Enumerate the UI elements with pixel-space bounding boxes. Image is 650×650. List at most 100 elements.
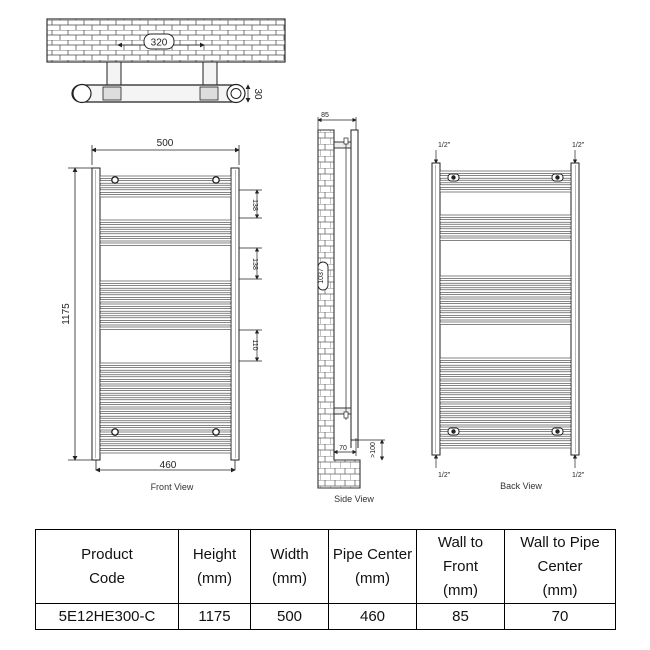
rail	[99, 427, 232, 431]
technical-drawing: 320 30 500 1175	[46, 18, 585, 504]
rail	[99, 376, 232, 380]
side-view: 85 1037 70 >100 Side View	[317, 112, 385, 504]
rail	[99, 362, 232, 366]
rail	[439, 371, 572, 375]
rail	[439, 223, 572, 228]
rail	[439, 394, 572, 398]
rail	[439, 317, 572, 321]
rail	[99, 238, 232, 242]
front-view-right-upright	[230, 167, 240, 461]
front-view-bracket-top-right	[212, 176, 220, 184]
rail	[439, 399, 572, 403]
rail	[439, 412, 572, 417]
rail	[99, 367, 232, 371]
rail	[439, 403, 572, 407]
rail	[99, 228, 232, 233]
rail	[439, 237, 572, 241]
rail	[99, 280, 232, 284]
front-view-height-dim: 1175	[61, 303, 72, 325]
back-view-pipe-label-bottom-right: 1/2"	[572, 472, 585, 479]
header-height: Height(mm)	[178, 529, 251, 604]
cell-wall-to-pipe-center: 70	[504, 603, 616, 630]
rail	[439, 233, 572, 237]
rail	[99, 175, 232, 179]
rail	[99, 317, 232, 321]
cell-pipe-center: 460	[328, 603, 417, 630]
cell-width: 500	[250, 603, 329, 630]
back-view-pipe-label-bottom-left: 1/2"	[438, 472, 451, 479]
rail	[99, 413, 232, 417]
side-view-wall	[317, 129, 361, 489]
rail	[439, 376, 572, 380]
front-view-gap-dim-2: 138	[251, 258, 258, 270]
cell-height: 1175	[178, 603, 251, 630]
back-view: 1/2" 1/2" 1/2" 1/2" Back View	[431, 142, 585, 491]
front-view-gap-dim-1: 138	[251, 199, 258, 211]
rail	[439, 307, 572, 312]
rail	[439, 321, 572, 325]
side-view-wall-to-pipe-dim: 70	[339, 445, 347, 452]
rail	[439, 389, 572, 394]
rail	[439, 214, 572, 218]
rail	[439, 184, 572, 188]
rail	[99, 440, 232, 445]
rail	[99, 385, 232, 389]
rail	[439, 289, 572, 293]
table-row: 5E12HE300-C 1175 500 460 85 70	[35, 603, 616, 630]
top-view-bracket-left	[106, 61, 122, 89]
rail	[439, 435, 572, 440]
top-view-end-cap-left	[72, 83, 92, 104]
top-view-width-dim: 320	[151, 38, 168, 49]
rail	[99, 381, 232, 385]
rail	[99, 326, 232, 330]
rail	[99, 180, 232, 184]
rail	[99, 390, 232, 394]
rail	[439, 175, 572, 179]
front-view-gap-dim-3: 110	[251, 339, 258, 350]
rail	[99, 189, 232, 193]
rail	[439, 294, 572, 298]
rail	[439, 284, 572, 289]
side-view-bracket-bottom	[333, 407, 352, 415]
rail	[99, 450, 232, 454]
side-view-bracket-top	[333, 141, 352, 149]
rail	[99, 219, 232, 223]
rail	[439, 362, 572, 366]
rail	[99, 242, 232, 246]
header-width: Width(mm)	[250, 529, 329, 604]
rail	[439, 422, 572, 426]
header-pipe-center: Pipe Center(mm)	[328, 529, 417, 604]
rail	[439, 380, 572, 384]
rail	[99, 394, 232, 399]
rail	[439, 366, 572, 371]
back-view-bracket-top-left	[447, 173, 460, 182]
side-view-floor-dim: >100	[370, 442, 377, 458]
rail	[439, 385, 572, 389]
rail	[439, 440, 572, 444]
rail	[99, 422, 232, 426]
front-view-bracket-bottom-left	[111, 428, 119, 436]
rail	[99, 404, 232, 408]
rail	[439, 170, 572, 174]
rail	[439, 431, 572, 435]
back-view-bracket-bottom-left	[447, 427, 460, 436]
rail	[439, 408, 572, 412]
front-view-bracket-bottom-right	[212, 428, 220, 436]
side-view-radiator	[350, 129, 359, 441]
rail	[439, 228, 572, 232]
rail	[439, 357, 572, 361]
rail	[99, 299, 232, 303]
rail	[439, 426, 572, 430]
rail	[99, 436, 232, 440]
rail	[99, 417, 232, 422]
back-view-label: Back View	[500, 481, 542, 491]
top-view-end-cap-right	[226, 83, 246, 104]
rail	[439, 189, 572, 193]
rail	[439, 303, 572, 307]
rail	[439, 312, 572, 316]
rail	[439, 298, 572, 302]
